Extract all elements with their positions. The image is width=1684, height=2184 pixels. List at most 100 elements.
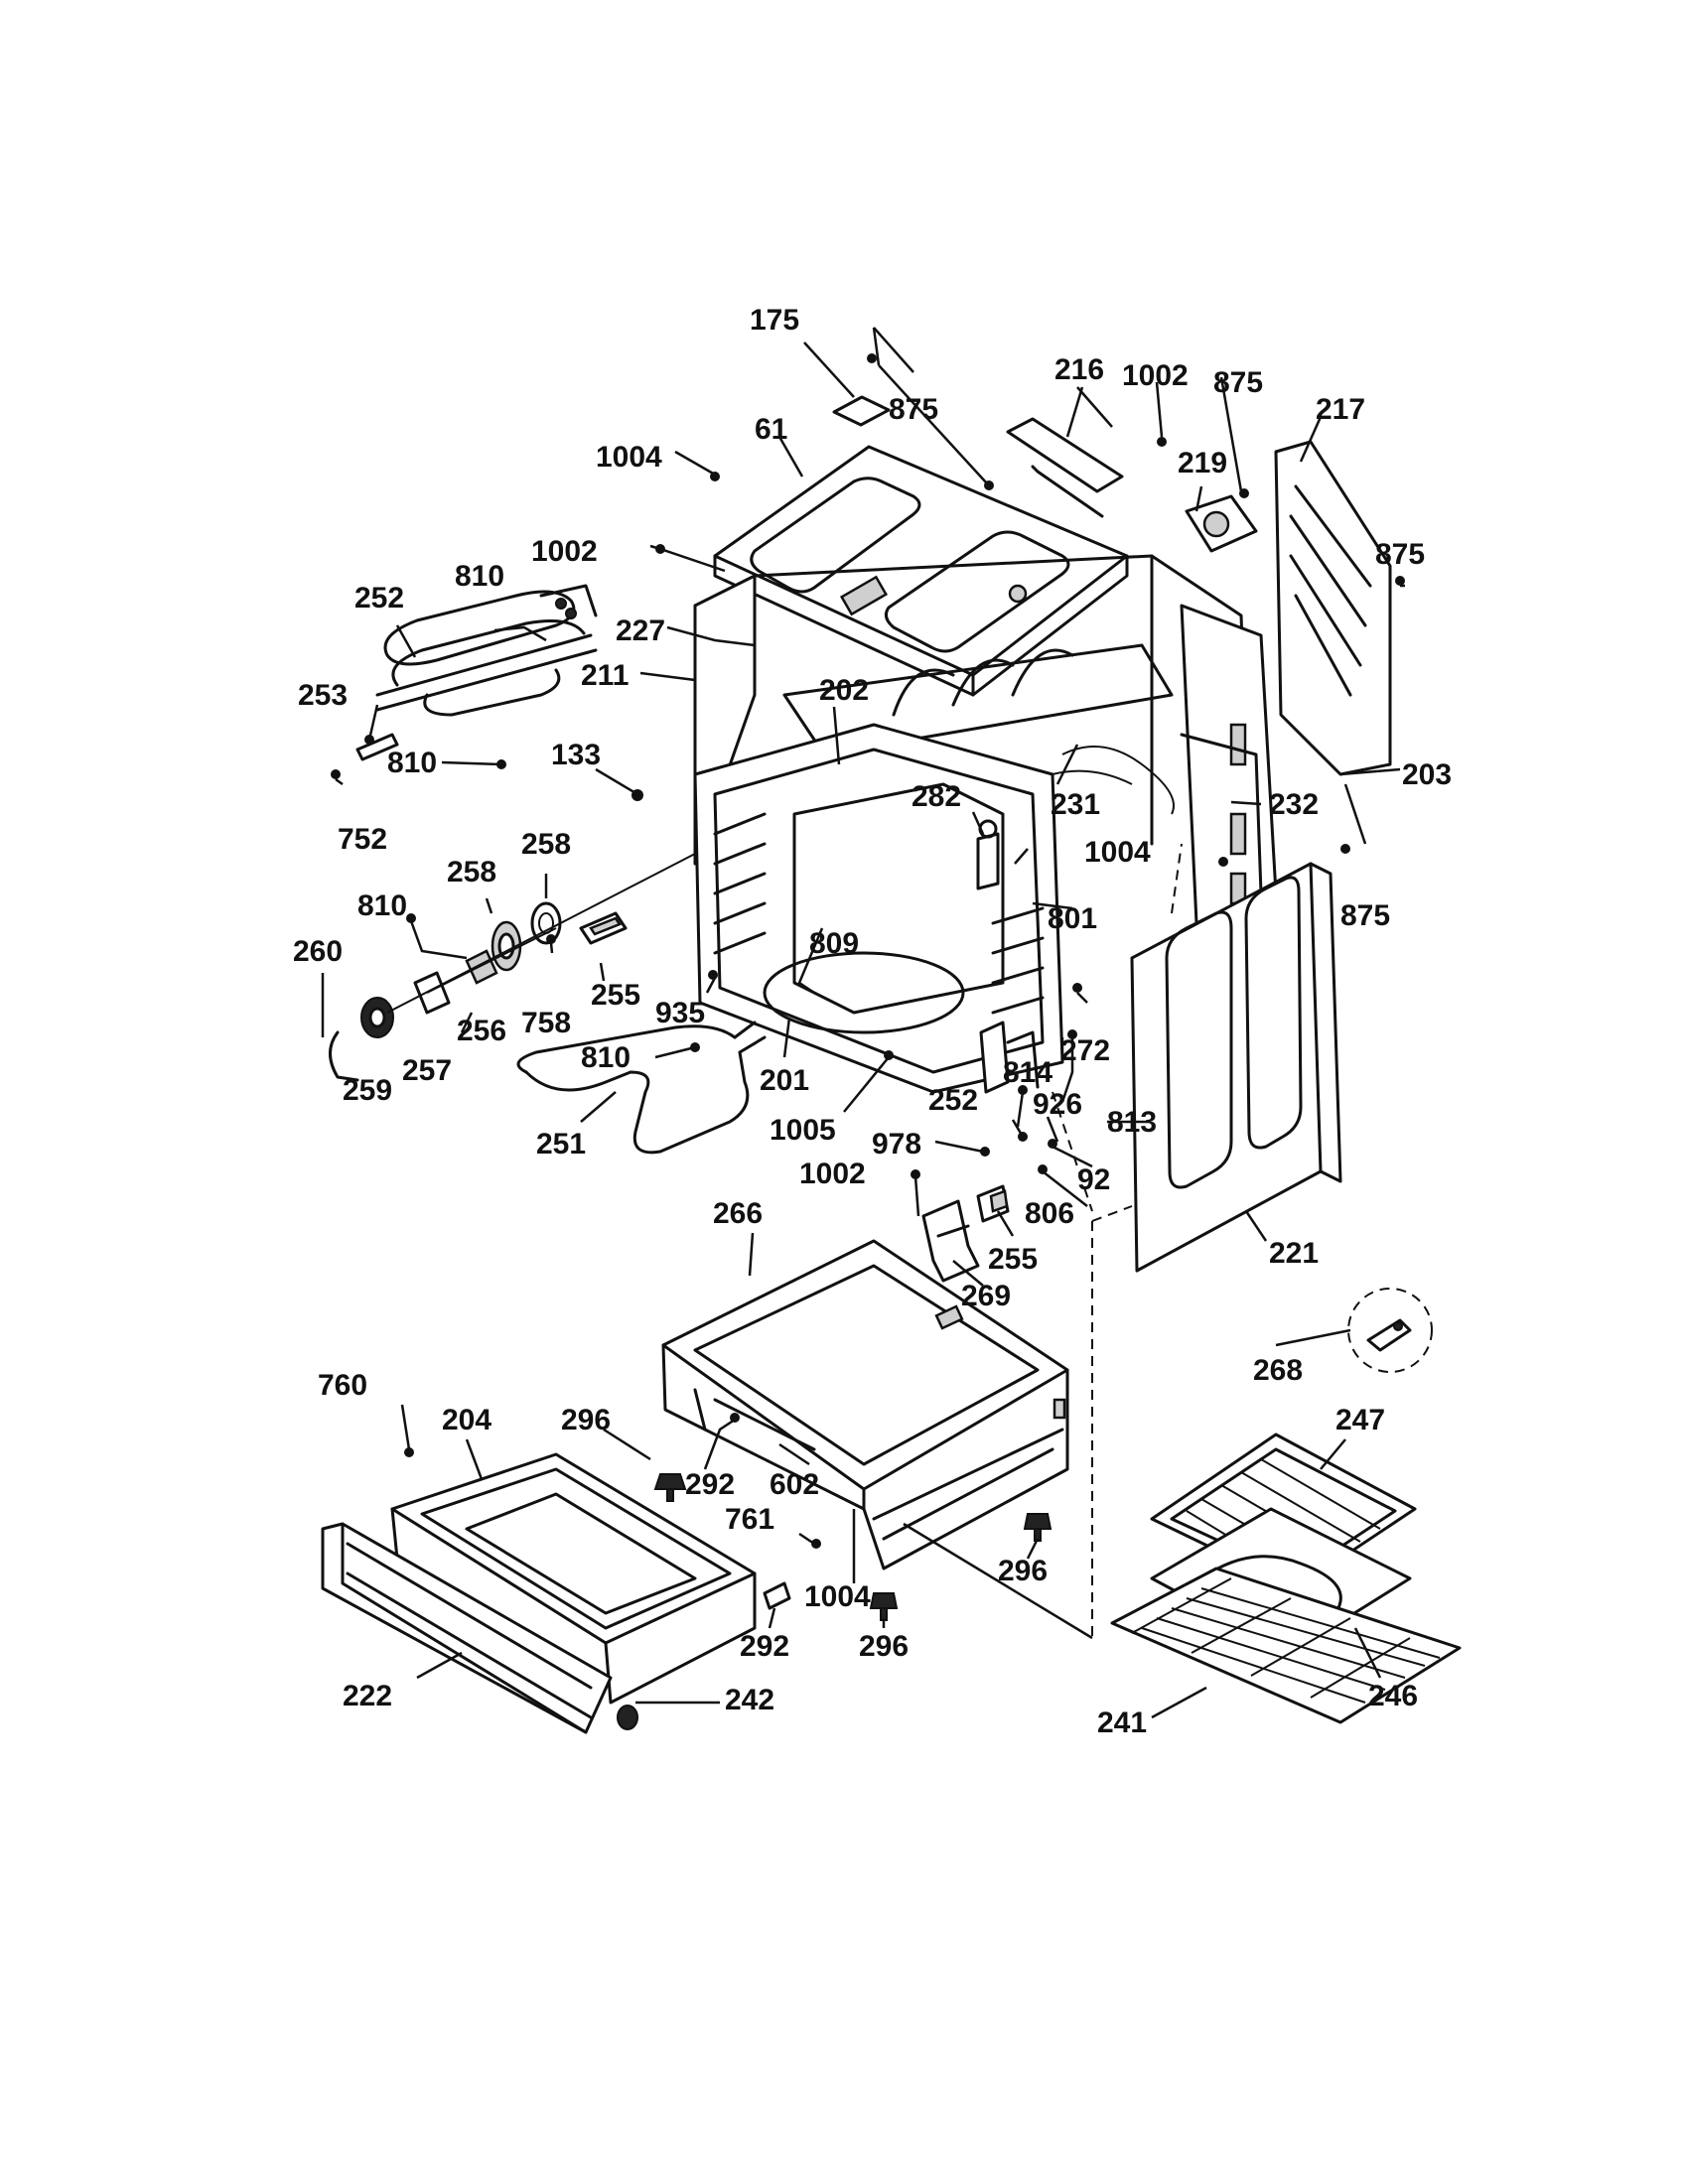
label-92: 92	[1077, 1163, 1110, 1196]
label-268: 268	[1253, 1354, 1303, 1387]
light-assembly	[329, 853, 696, 1082]
slide-292	[763, 1581, 791, 1610]
drawer-front-222	[321, 1522, 613, 1734]
label-272: 272	[1060, 1034, 1110, 1067]
label-806: 806	[1025, 1197, 1074, 1230]
component-219	[1185, 494, 1258, 553]
label-810: 810	[581, 1041, 631, 1074]
label-269: 269	[961, 1280, 1011, 1312]
label-252: 252	[354, 582, 404, 614]
label-1004: 1004	[1084, 836, 1151, 869]
label-203: 203	[1402, 758, 1452, 791]
label-227: 227	[616, 614, 665, 647]
label-258: 258	[447, 856, 496, 888]
label-253: 253	[298, 679, 348, 712]
label-296: 296	[998, 1555, 1048, 1587]
leveler-296a	[653, 1473, 687, 1502]
label-752: 752	[338, 823, 387, 856]
label-242: 242	[725, 1684, 774, 1716]
broil-element-252	[375, 584, 598, 717]
label-266: 266	[713, 1197, 763, 1230]
label-61: 61	[755, 413, 787, 446]
label-246: 246	[1368, 1680, 1418, 1712]
bracket-253	[355, 733, 399, 761]
label-232: 232	[1269, 788, 1319, 821]
label-926: 926	[1033, 1088, 1082, 1121]
assembly-line-panel	[1091, 1205, 1133, 1222]
label-1002: 1002	[799, 1158, 866, 1190]
bumper-242	[617, 1705, 638, 1730]
label-296: 296	[561, 1404, 611, 1436]
label-211: 211	[581, 659, 629, 692]
assembly-line-drawer	[903, 1522, 1093, 1640]
label-801: 801	[1048, 902, 1097, 935]
label-875: 875	[889, 393, 938, 426]
label-202: 202	[819, 674, 869, 707]
cover-175	[832, 395, 891, 427]
label-978: 978	[872, 1128, 921, 1160]
label-282: 282	[912, 780, 961, 813]
label-255: 255	[988, 1243, 1038, 1276]
assembly-line-body	[1052, 1091, 1093, 1212]
label-810: 810	[357, 889, 407, 922]
label-813: 813	[1107, 1106, 1157, 1139]
label-810: 810	[387, 747, 437, 779]
label-1004: 1004	[596, 441, 662, 474]
label-1005: 1005	[770, 1114, 836, 1147]
door-panel-221	[1130, 862, 1342, 1273]
label-231: 231	[1051, 788, 1100, 821]
bracket-269	[921, 1199, 980, 1283]
part-labels: 175 875 216 1002 875 217 61 1004 219 875…	[293, 304, 1452, 1739]
leveler-296b	[1023, 1513, 1052, 1542]
label-241: 241	[1097, 1706, 1147, 1739]
label-221: 221	[1269, 1237, 1319, 1270]
label-252: 252	[928, 1084, 978, 1117]
label-761: 761	[725, 1503, 774, 1536]
oven-rack-241	[1110, 1567, 1462, 1724]
drawer-204	[390, 1452, 757, 1705]
drawer-housing-266	[661, 1239, 1069, 1570]
label-256: 256	[457, 1015, 506, 1047]
bracket-216	[1006, 417, 1124, 518]
label-1002: 1002	[1122, 359, 1189, 392]
label-758: 758	[521, 1007, 571, 1039]
oven-liner-201	[693, 723, 1064, 1094]
label-175: 175	[750, 304, 799, 337]
hinge-252	[979, 1021, 1040, 1094]
back-panel-217	[1274, 440, 1392, 776]
label-292: 292	[740, 1630, 789, 1663]
label-204: 204	[442, 1404, 491, 1436]
label-935: 935	[655, 997, 705, 1029]
clip-268	[1347, 1288, 1433, 1373]
bake-element-251	[516, 1021, 767, 1155]
fastener-dots	[331, 353, 1405, 1549]
label-201: 201	[760, 1064, 809, 1097]
label-814: 814	[1003, 1056, 1052, 1089]
label-219: 219	[1178, 447, 1227, 479]
label-216: 216	[1054, 353, 1104, 386]
label-296: 296	[859, 1630, 909, 1663]
leveler-296c	[869, 1592, 899, 1621]
label-257: 257	[402, 1054, 452, 1087]
label-809: 809	[809, 927, 859, 960]
label-875: 875	[1375, 538, 1425, 571]
label-217: 217	[1316, 393, 1365, 426]
label-602: 602	[770, 1468, 819, 1501]
label-875: 875	[1340, 899, 1390, 932]
label-247: 247	[1335, 1404, 1385, 1436]
label-251: 251	[536, 1128, 586, 1160]
label-1002: 1002	[531, 535, 598, 568]
label-292: 292	[685, 1468, 735, 1501]
terminal-block-255	[976, 1184, 1010, 1223]
top-panel-61	[713, 445, 1129, 697]
label-1004: 1004	[804, 1580, 871, 1613]
label-810: 810	[455, 560, 504, 593]
assembly-line-rear	[1171, 843, 1183, 914]
label-258: 258	[521, 828, 571, 861]
label-259: 259	[343, 1074, 392, 1107]
label-260: 260	[293, 935, 343, 968]
label-133: 133	[551, 739, 601, 771]
label-760: 760	[318, 1369, 367, 1402]
label-255: 255	[591, 979, 640, 1012]
